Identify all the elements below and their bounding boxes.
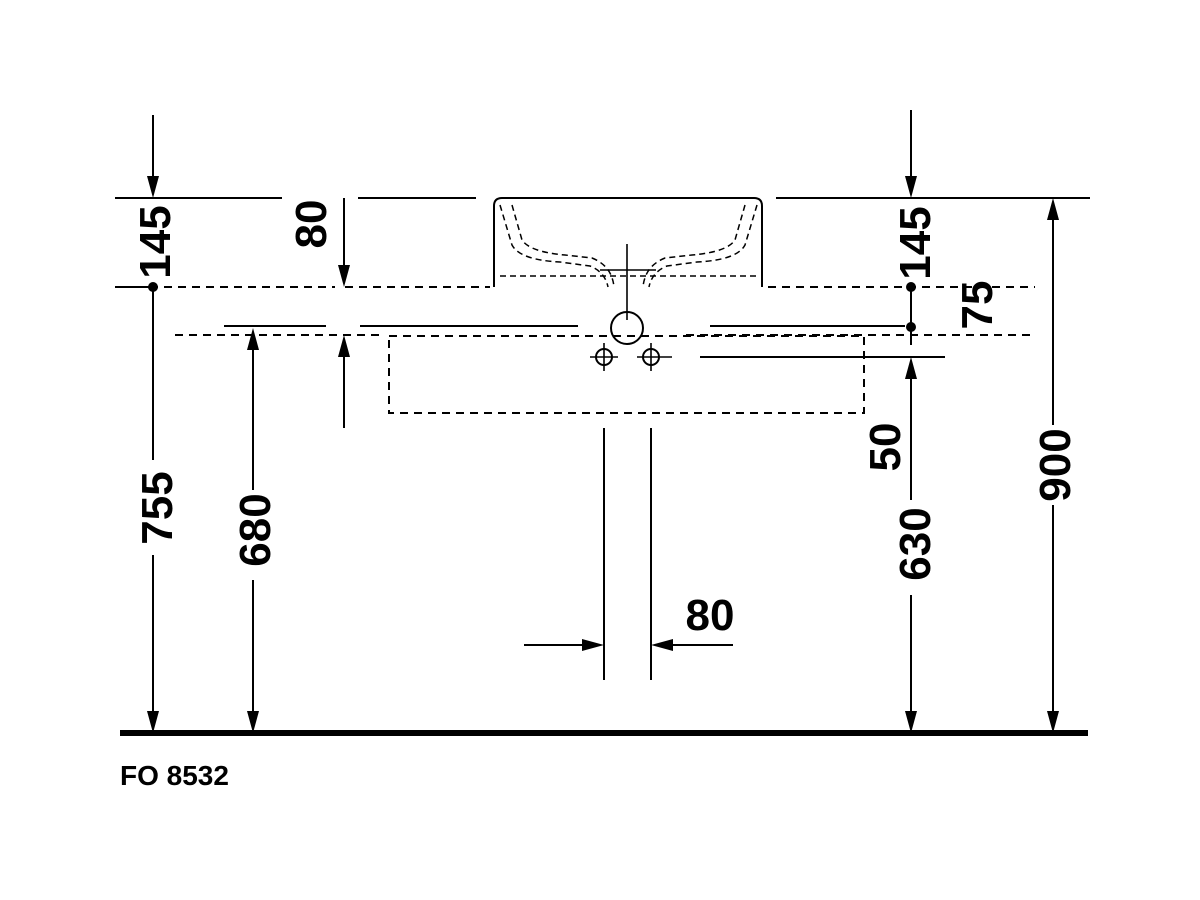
dim-left-mid: 80 — [287, 200, 336, 249]
dim-right-top: 145 — [891, 206, 940, 279]
water-connections — [590, 343, 672, 371]
dim-total-height: 900 — [1031, 428, 1080, 501]
dim-right-mid: 75 — [953, 281, 1002, 330]
console-panel — [388, 335, 865, 414]
dim-left-top: 145 — [131, 205, 180, 278]
waste-outlet — [610, 311, 644, 345]
dim-mid-floor: 680 — [231, 493, 280, 566]
dim-left-floor: 755 — [133, 471, 182, 544]
dim-pipe-width: 80 — [686, 591, 735, 640]
product-code: FO 8532 — [120, 760, 229, 791]
dim-right-floor: 630 — [891, 507, 940, 580]
dim-right-gap: 50 — [861, 423, 910, 472]
basin — [493, 197, 763, 320]
